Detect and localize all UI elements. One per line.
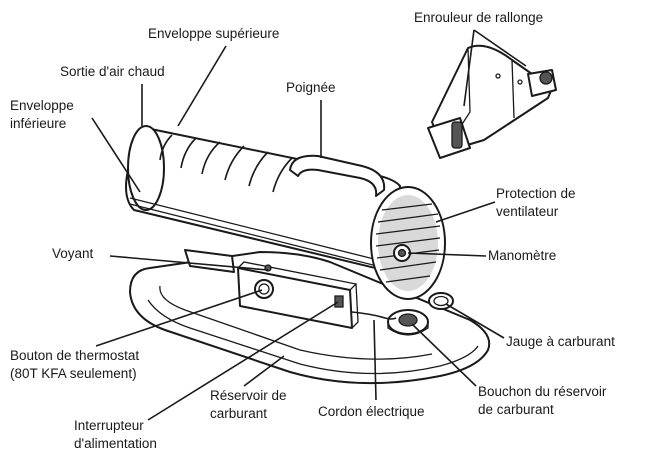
thermostat-knob-icon <box>254 279 274 299</box>
cord-reel-inset <box>427 44 557 159</box>
label-bouchon-reservoir-line2: de carburant <box>478 402 554 417</box>
label-enveloppe-superieure: Enveloppe supérieure <box>148 26 280 41</box>
handle <box>289 154 386 197</box>
label-reservoir-carburant-line2: carburant <box>210 406 268 421</box>
label-reservoir-carburant-line1: Réservoir de <box>210 388 287 403</box>
label-cordon-electrique: Cordon électrique <box>318 404 425 419</box>
heater-cylinder <box>125 127 401 273</box>
label-interrupteur-line1: Interrupteur <box>74 418 144 433</box>
power-cord <box>351 311 397 320</box>
label-enveloppe-inferieure-line1: Enveloppe <box>10 98 74 113</box>
label-bouchon-reservoir-line1: Bouchon du réservoir <box>478 384 607 399</box>
label-enrouleur-de-rallonge: Enrouleur de rallonge <box>414 10 544 25</box>
label-protection-ventilateur-line1: Protection de <box>496 186 576 201</box>
leader-lines <box>91 29 527 421</box>
label-manometre: Manomètre <box>488 248 557 263</box>
label-bouton-thermostat-line2: (80T KFA seulement) <box>10 366 137 381</box>
label-sortie-air-chaud: Sortie d'air chaud <box>60 64 165 79</box>
label-poignee: Poignée <box>286 80 336 95</box>
label-jauge-carburant: Jauge à carburant <box>506 334 615 349</box>
power-switch-icon <box>334 295 344 308</box>
label-protection-ventilateur-line2: ventilateur <box>496 204 559 219</box>
label-enveloppe-inferieure-line2: inférieure <box>10 116 67 131</box>
label-interrupteur-line2: d'alimentation <box>74 436 157 451</box>
label-bouton-thermostat-line1: Bouton de thermostat <box>10 348 140 363</box>
label-voyant: Voyant <box>52 246 94 261</box>
